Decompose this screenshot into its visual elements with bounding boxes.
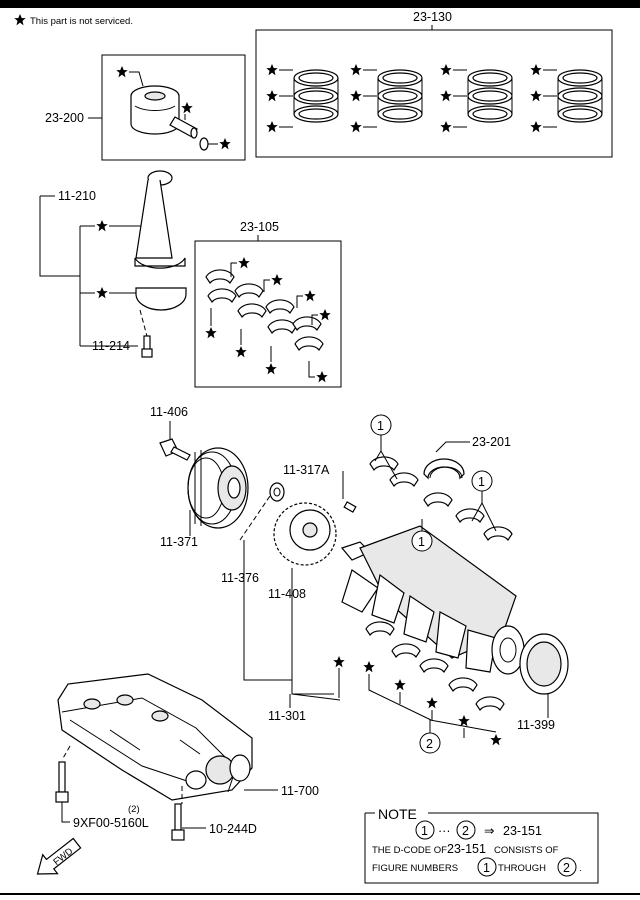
- label-10-244d: 10-244D: [209, 822, 257, 836]
- fwd-arrow-icon: FWD: [36, 837, 82, 875]
- legend-note: This part is not serviced.: [30, 16, 133, 27]
- svg-text:⇒: ⇒: [484, 824, 495, 838]
- svg-text:1: 1: [418, 535, 425, 549]
- label-11-700: 11-700: [281, 784, 319, 798]
- rear-oil-seal: [519, 633, 569, 695]
- note-title: NOTE: [378, 806, 417, 822]
- svg-text:1: 1: [483, 861, 490, 875]
- crankshaft-pulley: [187, 447, 249, 529]
- bolt-9xf00: [55, 761, 69, 803]
- label-11-406: 11-406: [150, 405, 188, 419]
- pin-clip: [199, 137, 209, 151]
- washer-11-376: [269, 482, 285, 502]
- label-11-210: 11-210: [58, 189, 96, 203]
- trigger-wheel: [273, 502, 337, 566]
- svg-text:23-151: 23-151: [447, 842, 486, 856]
- label-11-301: 11-301: [268, 709, 306, 723]
- svg-text:2: 2: [426, 737, 433, 751]
- box-23-200: [101, 54, 246, 161]
- svg-text:.: .: [579, 863, 582, 874]
- piston-ring-set-1: [293, 69, 339, 123]
- piston-ring-set-3: [467, 69, 513, 123]
- label-9xf00-5160l: 9XF00-5160L: [73, 816, 149, 830]
- connecting-rod-cap: [135, 287, 187, 311]
- callout-2: 2: [419, 732, 441, 754]
- label-23-200: 23-200: [45, 111, 84, 125]
- svg-text:···: ···: [438, 824, 451, 838]
- bottom-rule: [0, 893, 640, 895]
- label-11-399: 11-399: [517, 718, 555, 732]
- box-23-130: [255, 29, 613, 158]
- label-23-201: 23-201: [472, 435, 511, 449]
- svg-text:1: 1: [377, 419, 384, 433]
- connecting-rod: [134, 170, 186, 269]
- woodruff-key: [343, 501, 357, 513]
- pulley-bolt: [159, 438, 191, 461]
- svg-text:2: 2: [563, 861, 570, 875]
- svg-text:1: 1: [478, 475, 485, 489]
- top-bar: [0, 0, 640, 8]
- bolt-10-244d: [171, 803, 185, 841]
- star-icon: [14, 14, 26, 26]
- label-11-371: 11-371: [160, 535, 198, 549]
- balancer-oil-pump-assembly: [57, 673, 253, 801]
- piston-ring-set-2: [377, 69, 423, 123]
- svg-text:THE D-CODE OF: THE D-CODE OF: [372, 845, 447, 856]
- svg-text:CONSISTS OF: CONSISTS OF: [494, 845, 559, 856]
- svg-text:FIGURE NUMBERS: FIGURE NUMBERS: [372, 863, 458, 874]
- svg-text:1: 1: [421, 824, 428, 838]
- svg-text:23-151: 23-151: [503, 824, 542, 838]
- rod-bolt: [141, 335, 153, 358]
- label-23-130: 23-130: [413, 10, 452, 24]
- callout-1-mid: 1: [411, 530, 433, 552]
- label-11-317a: 11-317A: [283, 463, 330, 477]
- piston-ring-set-4: [557, 69, 603, 123]
- callout-1-top: 1: [370, 414, 392, 436]
- svg-text:2: 2: [462, 824, 469, 838]
- qty-9xf00: (2): [128, 804, 140, 815]
- svg-text:THROUGH: THROUGH: [498, 863, 546, 874]
- piston: [130, 85, 180, 135]
- label-11-408: 11-408: [268, 587, 306, 601]
- label-23-105: 23-105: [240, 220, 279, 234]
- piston-pin: [169, 116, 198, 139]
- thrust-bearing: [423, 458, 465, 480]
- note-box: NOTE 1 ··· 2 ⇒ 23-151 THE D-CODE OF 23-1…: [364, 806, 599, 884]
- crankshaft: [340, 525, 525, 675]
- box-23-105: [194, 240, 342, 388]
- label-11-214: 11-214: [92, 339, 130, 353]
- callout-1-right: 1: [471, 470, 493, 492]
- label-11-376: 11-376: [221, 571, 259, 585]
